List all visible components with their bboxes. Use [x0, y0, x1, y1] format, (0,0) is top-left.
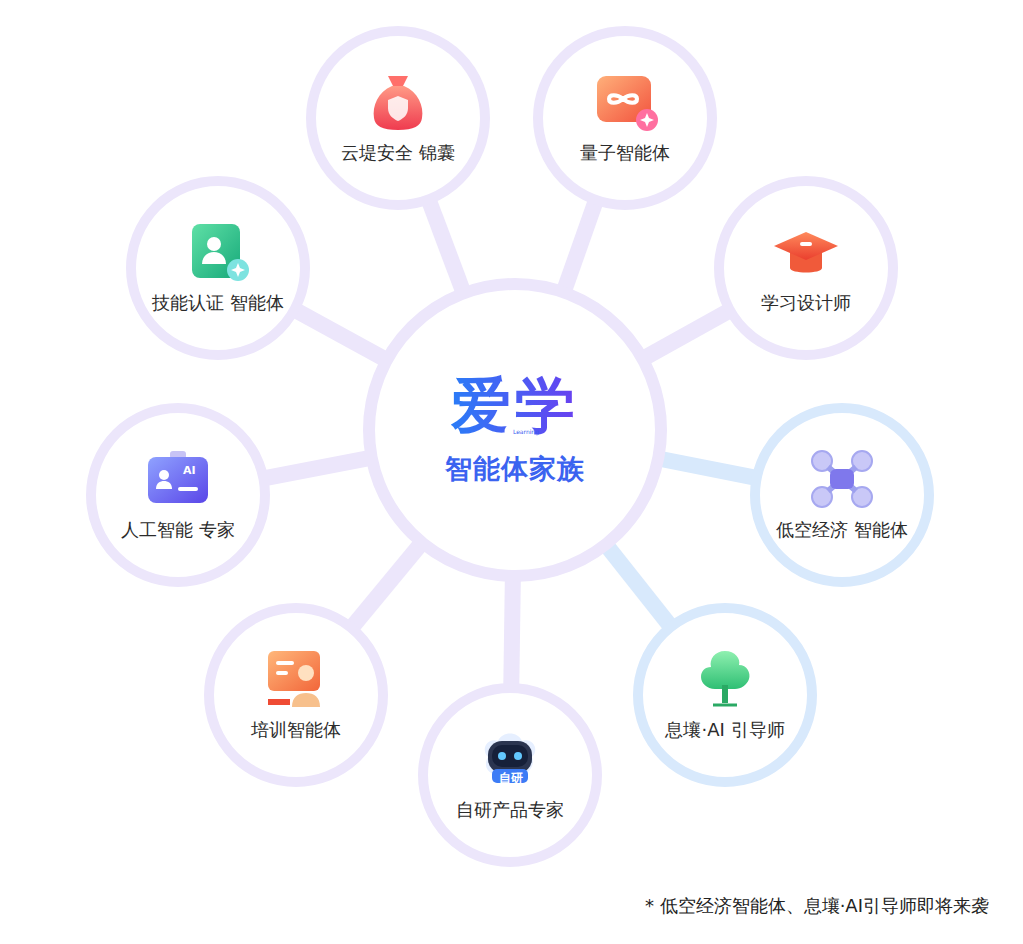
spoke-connector	[565, 203, 595, 289]
agent-circle: 学习设计师	[714, 176, 898, 360]
icon-badge-text: AI	[183, 464, 196, 477]
icon-badge-text: 自研	[499, 770, 523, 787]
circle-outline	[204, 603, 388, 787]
agent-icon	[806, 447, 878, 511]
circle-outline	[750, 403, 934, 587]
agent-circle: 自研自研产品专家	[418, 683, 602, 867]
agent-circle: 量子智能体	[533, 26, 717, 210]
spoke-connector	[353, 546, 419, 626]
agent-name: 息壤·AI 引导师	[665, 717, 784, 742]
logo-subword: Learning	[513, 428, 539, 435]
agent-circle: 培训智能体	[204, 603, 388, 787]
agent-name: 人工智能 专家	[121, 517, 235, 542]
hub-title: 智能体家族	[445, 451, 585, 487]
hub-circle: 爱学Learning 智能体家族	[363, 278, 667, 582]
brand-logo: 爱学	[451, 374, 579, 437]
agent-name: 学习设计师	[761, 290, 851, 315]
agent-icon	[182, 220, 254, 284]
agent-name: 技能认证 智能体	[152, 290, 284, 315]
spoke-connector	[646, 312, 727, 357]
agent-icon	[362, 70, 434, 134]
icon-drawing	[770, 220, 842, 284]
icon-drawing	[362, 70, 434, 134]
spoke-connector	[511, 580, 513, 685]
icon-drawing	[142, 447, 214, 511]
agent-name: 培训智能体	[251, 717, 341, 742]
footnote: * 低空经济智能体、息壤·AI引导师即将来袭	[645, 894, 989, 918]
agent-circle: 低空经济 智能体	[750, 403, 934, 587]
agent-name: 自研产品专家	[456, 797, 564, 822]
icon-drawing	[260, 647, 332, 711]
agent-icon	[770, 220, 842, 284]
agent-icon	[689, 647, 761, 711]
spoke-connector	[662, 459, 754, 477]
agent-icon	[260, 647, 332, 711]
spoke-connector	[266, 458, 367, 478]
spoke-connector	[430, 202, 463, 289]
agent-name: 低空经济 智能体	[776, 517, 908, 542]
spoke-connector	[297, 311, 383, 358]
agent-icon: 自研	[474, 727, 546, 791]
icon-drawing	[182, 220, 254, 284]
agent-circle: 息壤·AI 引导师	[633, 603, 817, 787]
agent-name: 云堤安全 锦囊	[341, 140, 455, 165]
agent-circle: AI 人工智能 专家	[86, 403, 270, 587]
agent-circle: 云堤安全 锦囊	[306, 26, 490, 210]
agent-icon	[589, 70, 661, 134]
agent-circle: 技能认证 智能体	[126, 176, 310, 360]
spoke-connector	[608, 548, 669, 625]
icon-drawing	[589, 70, 661, 134]
icon-drawing	[806, 447, 878, 511]
icon-drawing	[689, 647, 761, 711]
agent-name: 量子智能体	[580, 140, 670, 165]
agent-icon: AI	[142, 447, 214, 511]
